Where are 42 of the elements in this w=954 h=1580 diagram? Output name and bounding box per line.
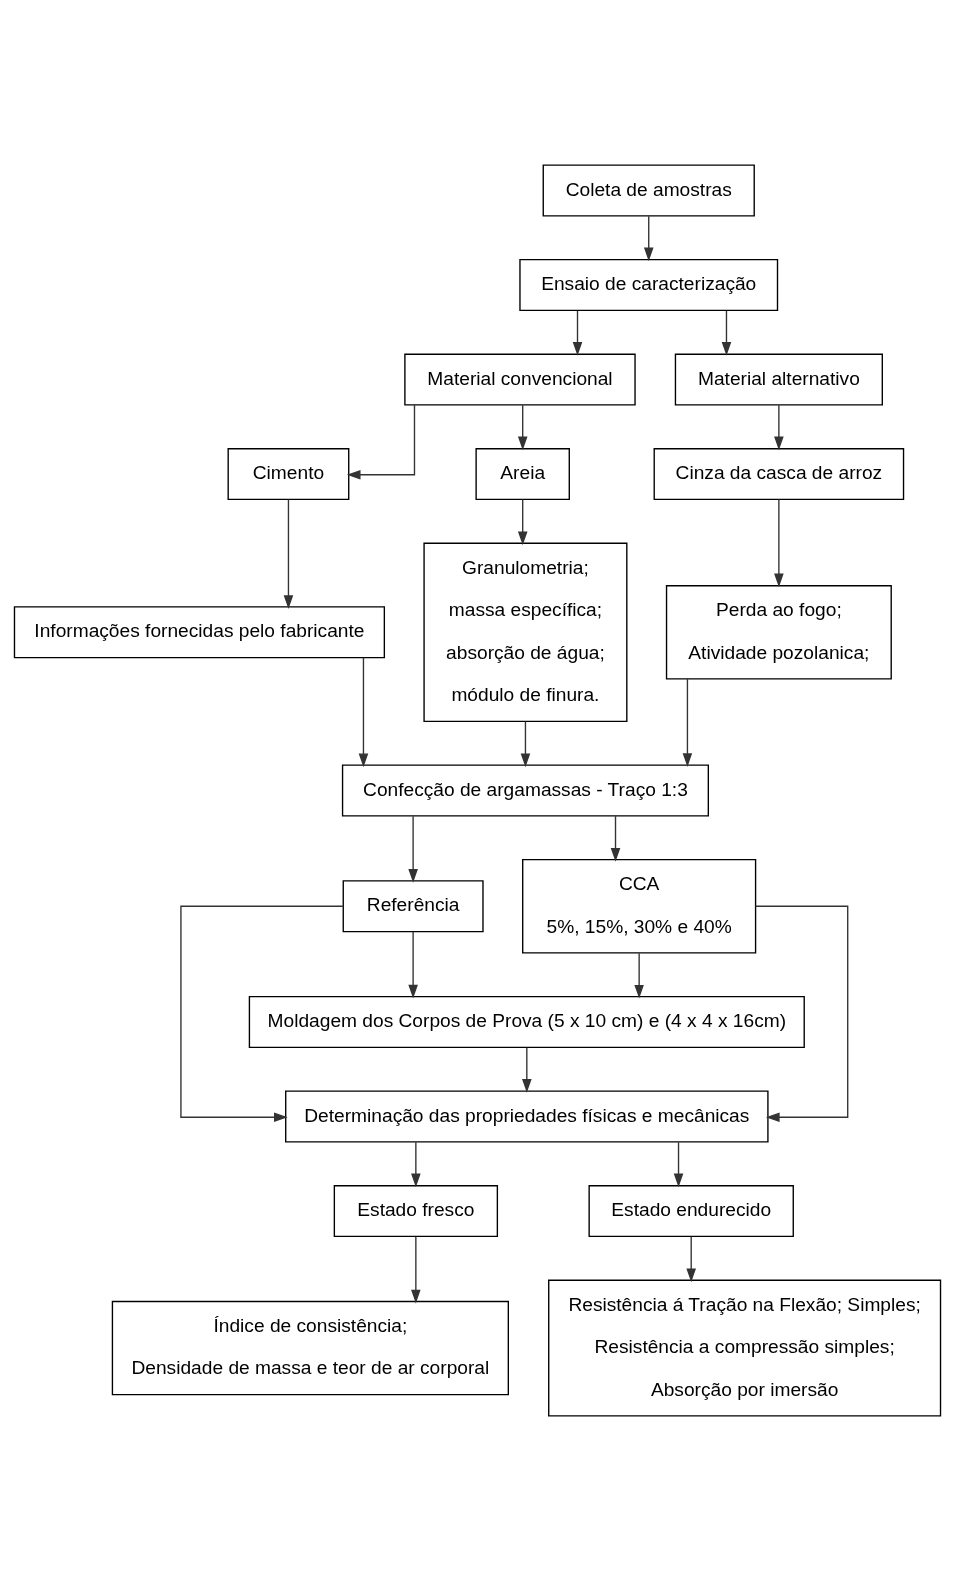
node-box: Estado endurecido	[587, 1184, 794, 1237]
arrow	[410, 1141, 421, 1187]
node-box: Perda ao fogo; Atividade pozolanica;	[665, 584, 892, 680]
arrow	[283, 498, 293, 609]
node-box: Moldagem dos Corpos de Prova (5 x 10 cm) e (4 x 4 x 16cm)	[248, 995, 805, 1048]
arrow	[643, 215, 654, 261]
arrow	[521, 1046, 532, 1093]
node-box: Material convencional	[403, 353, 636, 406]
node-box: Material alternativo	[674, 353, 883, 406]
node-box: Ensaio de caracterização	[518, 258, 778, 311]
arrow	[773, 498, 784, 587]
arrow	[682, 677, 692, 767]
node-box: Confecção de argamassas - Traço 1:3	[341, 763, 709, 817]
node-box: Informações fornecidas pelo fabricante	[13, 605, 385, 658]
arrow	[721, 309, 731, 356]
arrow	[633, 952, 644, 999]
node-box: Determinação das propriedades físicas e mecânicas	[284, 1090, 769, 1143]
node-box: Cinza da casca de arroz	[653, 447, 904, 500]
arrow	[572, 309, 582, 356]
node-box: Índice de consistência; Densidade de massa e teor de ar corporal	[111, 1300, 509, 1395]
arrow	[685, 1235, 696, 1282]
arrow	[179, 905, 343, 1122]
node-box: Referência	[342, 879, 484, 932]
arrow	[773, 404, 784, 450]
arrow	[407, 930, 418, 998]
arrow	[410, 1235, 421, 1303]
arrow	[610, 815, 620, 862]
node-box: Estado fresco	[333, 1184, 498, 1237]
node-box: Coleta de amostras	[542, 163, 755, 216]
arrow	[517, 404, 527, 450]
node-box: Areia	[474, 447, 570, 500]
arrow	[517, 498, 527, 545]
arrow	[346, 403, 415, 480]
node-box: CCA 5%, 15%, 30% e 40%	[521, 858, 756, 953]
arrow	[520, 720, 530, 767]
arrow	[673, 1141, 683, 1187]
arrow	[358, 656, 368, 767]
node-box: Granulometria; massa específica; absorção de água; módulo de finura.	[422, 542, 627, 722]
node-box: Resistência á Tração na Flexão; Simples; Resistência a compressão simples; Absorção por imersão	[547, 1279, 941, 1417]
arrow	[407, 815, 418, 883]
node-box: Cimento	[227, 447, 349, 500]
arrow	[754, 905, 848, 1122]
